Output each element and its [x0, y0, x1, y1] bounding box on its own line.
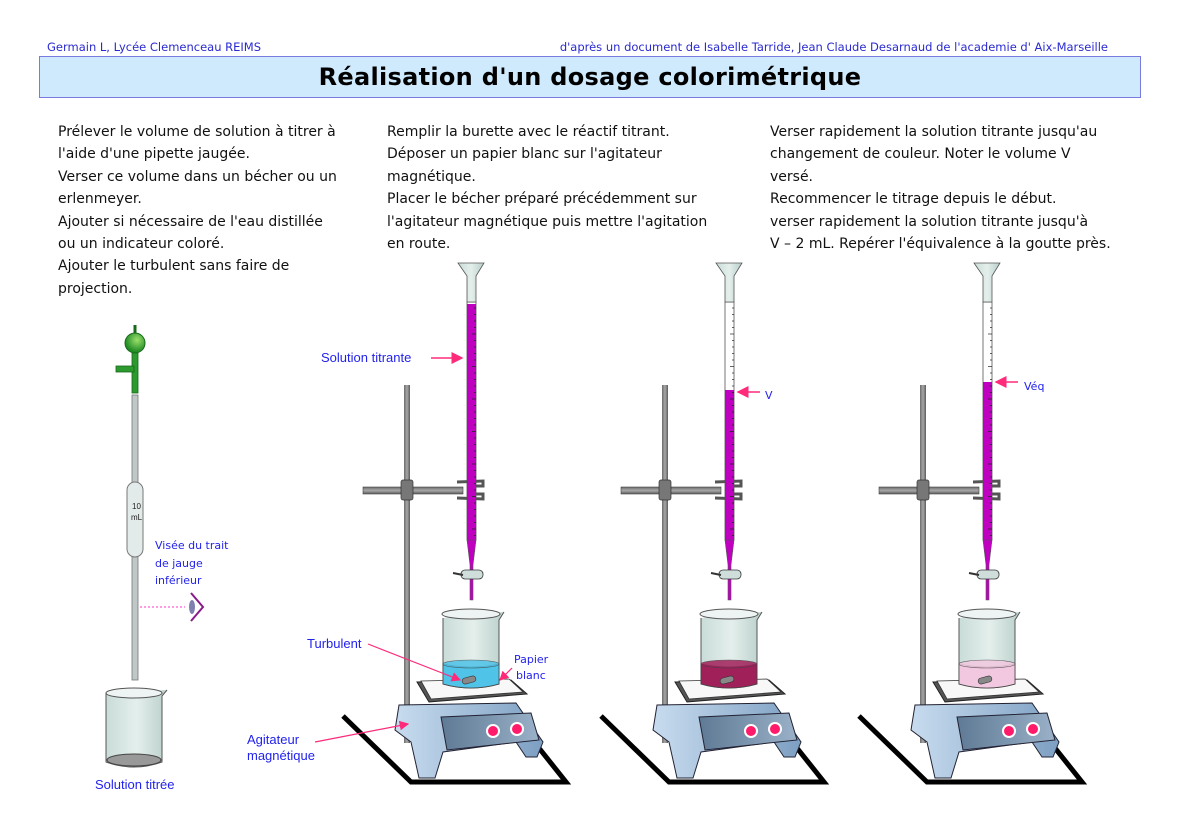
stir-bar — [977, 675, 993, 685]
titration-setup-1 — [341, 262, 572, 785]
label-visee-1: Visée du trait — [155, 539, 229, 552]
stopcock — [976, 569, 1000, 580]
label-visee-2: de jauge — [155, 557, 203, 570]
stand-rod — [662, 385, 668, 743]
beaker-rim — [441, 608, 501, 620]
knob-heat — [1026, 722, 1040, 736]
burette-funnel — [457, 262, 485, 303]
burette-funnel — [973, 262, 1001, 303]
solution-surface — [442, 659, 500, 669]
burette-funnel — [715, 262, 743, 303]
titration-setup-2 — [599, 262, 830, 785]
stopcock-handle — [452, 572, 464, 576]
step-line: Remplir la burette avec le réactif titra… — [387, 124, 670, 140]
label-visee-3: inférieur — [155, 574, 202, 587]
clamp-boss — [658, 479, 672, 501]
beaker-rim — [957, 608, 1017, 620]
step-line: Placer le bécher préparé précédemment su… — [387, 191, 697, 208]
label-agitateur-2: magnétique — [247, 748, 315, 763]
step-line: changement de couleur. Noter le volume V — [770, 146, 1071, 163]
credit-author: Germain L, Lycée Clemenceau REIMS — [47, 40, 262, 54]
step-3-instructions: Verser rapidement la solution titrante j… — [770, 121, 1111, 255]
titrant-level — [467, 304, 476, 540]
step-line: versé. — [770, 168, 814, 185]
eye-icon — [140, 592, 205, 622]
label-v: V — [765, 389, 773, 402]
step-2-instructions: Remplir la burette avec le réactif titra… — [387, 121, 707, 255]
label-veq: Véq — [1024, 380, 1044, 393]
stir-bar — [461, 675, 477, 685]
beaker-rim — [699, 608, 759, 620]
credit-source: d'après un document de Isabelle Tarride,… — [559, 40, 1108, 54]
step-line: Verser ce volume dans un bécher ou un — [58, 168, 337, 185]
step-line: en route. — [387, 236, 451, 253]
title-banner: Réalisation d'un dosage colorimétrique — [39, 56, 1141, 98]
knob-speed — [486, 724, 500, 738]
label-solution-titree: Solution titrée — [95, 777, 175, 792]
step-line: Verser rapidement la solution titrante j… — [770, 124, 1098, 140]
titrant-level — [725, 390, 734, 540]
arrow-agitateur — [314, 720, 410, 743]
arrow-turbulent — [367, 643, 462, 682]
pipette: 10 mL — [115, 325, 146, 681]
step-line: Recommencer le titrage depuis le début. — [770, 191, 1057, 208]
solution-surface — [958, 659, 1016, 669]
step-line: Déposer un papier blanc sur l'agitateur — [387, 146, 662, 163]
label-papier-2: blanc — [516, 669, 546, 682]
step-line: projection. — [58, 280, 133, 297]
step-line: erlenmeyer. — [58, 191, 142, 208]
stir-bar — [719, 675, 735, 685]
step-line: ou un indicateur coloré. — [58, 236, 225, 253]
stand-rod — [404, 385, 410, 743]
titration-setup-3 — [857, 262, 1088, 785]
knob-speed — [744, 724, 758, 738]
label-papier-1: Papier — [514, 653, 549, 666]
label-solution-titrante: Solution titrante — [321, 350, 411, 365]
label-agitateur-1: Agitateur — [247, 732, 300, 747]
solution-surface — [700, 659, 758, 669]
stand-rod — [920, 385, 926, 743]
knob-heat — [768, 722, 782, 736]
knob-speed — [1002, 724, 1016, 738]
step-line: V – 2 mL. Repérer l'équivalence à la gou… — [770, 236, 1111, 253]
step-line: magnétique. — [387, 168, 476, 185]
label-turbulent: Turbulent — [307, 636, 362, 651]
step-line: l'aide d'une pipette jaugée. — [58, 146, 250, 163]
step-line: l'agitateur magnétique puis mettre l'agi… — [387, 213, 708, 230]
step-line: Ajouter si nécessaire de l'eau distillée — [58, 213, 323, 230]
step-1-instructions: Prélever le volume de solution à titrer … — [58, 121, 337, 300]
clamp-boss — [400, 479, 414, 501]
beaker-empty — [105, 687, 168, 768]
step-line: Ajouter le turbulent sans faire de — [58, 258, 290, 275]
pipette-volume-number: 10 — [132, 502, 141, 511]
stopcock-handle — [968, 572, 980, 576]
page-title: Réalisation d'un dosage colorimétrique — [318, 63, 862, 91]
stopcock — [718, 569, 742, 580]
stopcock — [460, 569, 484, 580]
titrant-level — [983, 382, 992, 540]
clamp-boss — [916, 479, 930, 501]
pipette-volume-unit: mL — [131, 513, 143, 522]
arrow-papier — [499, 667, 513, 681]
stopcock-handle — [710, 572, 722, 576]
step-line: Prélever le volume de solution à titrer … — [58, 124, 336, 140]
step-line: verser rapidement la solution titrante j… — [770, 213, 1089, 230]
knob-heat — [510, 722, 524, 736]
